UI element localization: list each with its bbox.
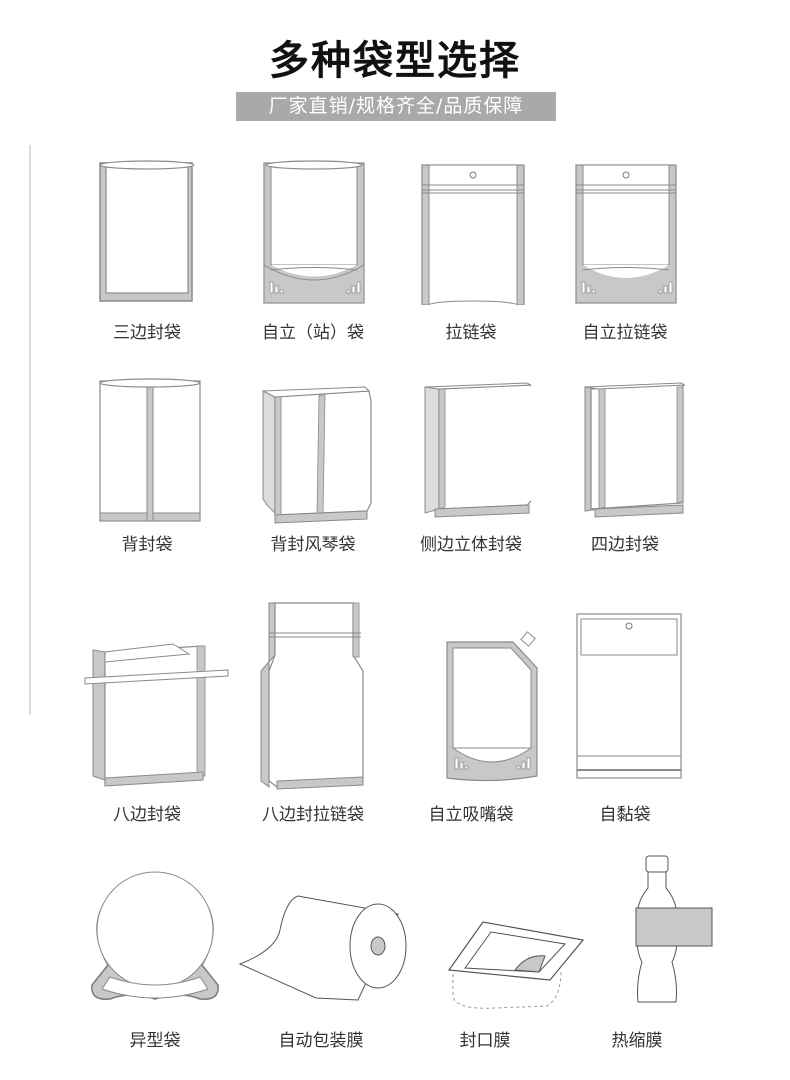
item-label: 封口膜 [459,1031,511,1051]
item-label: 背封袋 [121,535,173,555]
item-label: 自黏袋 [599,805,651,825]
self-adhesive-bag-icon [540,610,710,785]
zipper-bag-icon [386,155,556,305]
item-label: 自立（站）袋 [262,323,364,343]
back-seal-gusset-bag-icon [228,375,398,525]
item-label: 热缩膜 [611,1031,663,1051]
item-label: 背封风琴袋 [270,535,356,555]
eight-side-seal-bag-icon [68,600,238,800]
subtitle-banner: 厂家直销/规格齐全/品质保障 [236,92,556,121]
back-seal-bag-icon [62,375,232,525]
three-side-seal-bag-icon [62,155,232,305]
item-label: 三边封袋 [113,323,181,343]
shrink-film-icon [582,852,752,1012]
four-side-seal-bag-icon [540,375,710,525]
item-label: 拉链袋 [445,323,497,343]
divider-line [29,145,31,715]
item-label: 自立吸嘴袋 [428,805,514,825]
eight-side-seal-zipper-bag-icon [228,595,398,795]
item-label: 四边封袋 [591,535,659,555]
packaging-film-roll-icon [236,890,407,1010]
lidding-film-icon [425,910,595,1010]
item-label: 异型袋 [129,1031,181,1051]
item-label: 侧边立体封袋 [420,535,522,555]
item-label: 自立拉链袋 [582,323,668,343]
item-label: 八边封袋 [113,805,181,825]
stand-up-pouch-icon [228,155,398,305]
item-label: 自动包装膜 [278,1031,364,1051]
page-title: 多种袋型选择 [269,38,521,84]
side-gusset-bag-icon [386,375,556,525]
item-label: 八边封拉链袋 [262,805,364,825]
shaped-bag-icon [70,865,240,1015]
stand-up-zipper-bag-icon [540,155,710,305]
spout-pouch-icon [400,630,570,790]
